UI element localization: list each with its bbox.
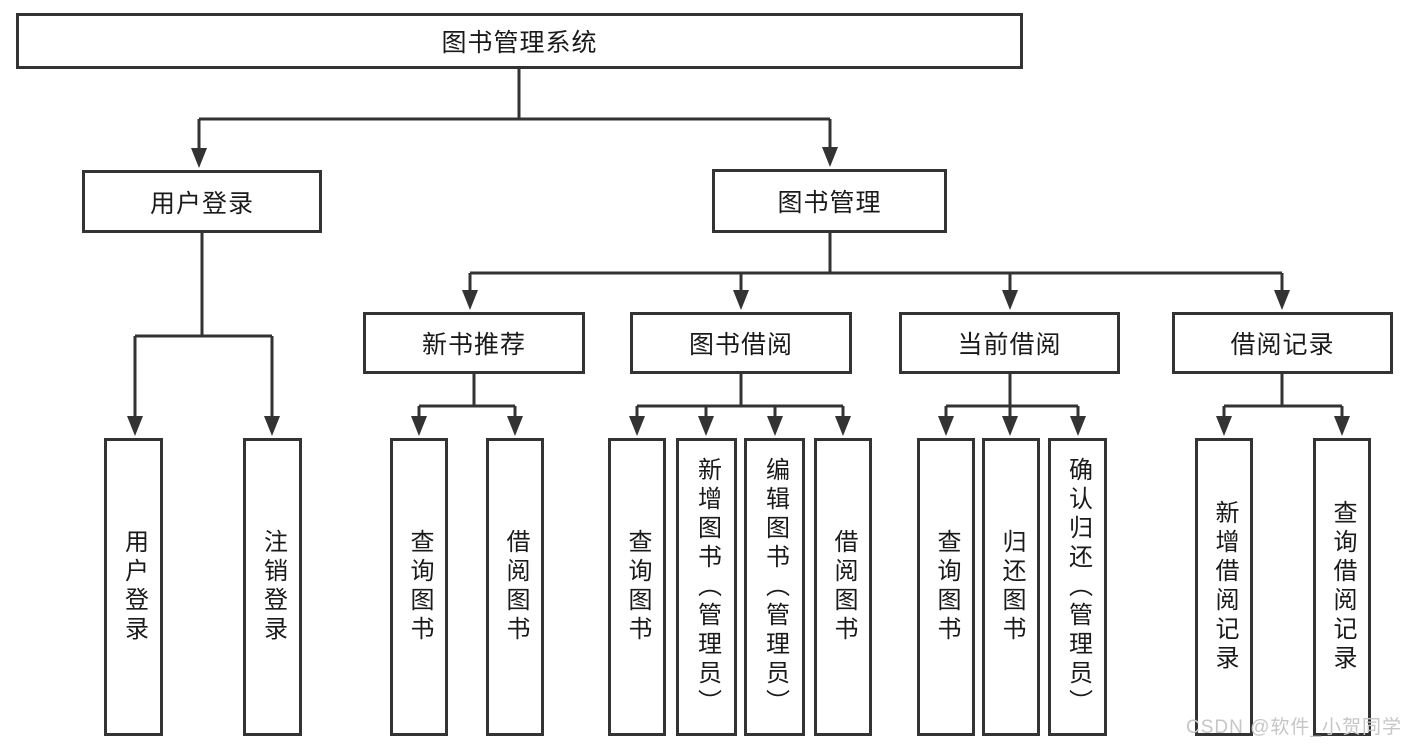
node-borrowing-records-label: 借阅记录: [1230, 331, 1335, 359]
leaf-query-books-current-label: 查询图书: [933, 529, 960, 645]
node-new-book-recommendation-label: 新书推荐: [421, 331, 526, 359]
leaf-query-books-recommend: 查询图书: [390, 438, 448, 736]
leaf-return-books-label: 归还图书: [998, 529, 1025, 645]
leaf-borrow-books-recommend: 借阅图书: [486, 438, 544, 736]
node-borrowing-records: 借阅记录: [1172, 312, 1393, 374]
leaf-confirm-return-admin-label: 确认归还（管理员）: [1064, 456, 1092, 718]
node-library-system-label: 图书管理系统: [441, 29, 598, 57]
node-new-book-recommendation: 新书推荐: [363, 312, 585, 374]
leaf-edit-books-admin-label: 编辑图书（管理员）: [761, 456, 789, 718]
leaf-query-borrow-record-label: 查询借阅记录: [1329, 500, 1356, 674]
node-library-system: 图书管理系统: [16, 13, 1023, 69]
leaf-add-books-admin: 新增图书（管理员）: [676, 438, 737, 736]
node-user-login: 用户登录: [82, 170, 322, 233]
csdn-watermark: CSDN @软件_小贺同学: [1186, 717, 1402, 738]
leaf-borrow-books-recommend-label: 借阅图书: [502, 529, 529, 645]
leaf-query-books-borrowing: 查询图书: [608, 438, 666, 736]
node-book-borrowing-label: 图书借阅: [688, 331, 793, 359]
leaf-user-login-label: 用户登录: [120, 529, 148, 645]
leaf-query-borrow-record: 查询借阅记录: [1313, 438, 1371, 736]
arrowheads: [127, 147, 1350, 436]
node-current-borrowing: 当前借阅: [899, 312, 1120, 374]
leaf-add-books-admin-label: 新增图书（管理员）: [693, 456, 721, 718]
leaf-query-books-current: 查询图书: [917, 438, 975, 736]
leaf-query-books-borrowing-label: 查询图书: [624, 529, 651, 645]
leaf-confirm-return-admin: 确认归还（管理员）: [1048, 438, 1107, 736]
node-current-borrowing-label: 当前借阅: [957, 331, 1062, 359]
leaf-logout-login: 注销登录: [243, 438, 302, 736]
node-book-management-label: 图书管理: [777, 189, 882, 217]
leaf-borrow-books-borrowing: 借阅图书: [814, 438, 872, 736]
leaf-logout-login-label: 注销登录: [259, 529, 287, 645]
leaf-add-borrow-record-label: 新增借阅记录: [1211, 500, 1238, 674]
leaf-add-borrow-record: 新增借阅记录: [1195, 438, 1253, 736]
leaf-edit-books-admin: 编辑图书（管理员）: [744, 438, 805, 736]
node-user-login-label: 用户登录: [149, 189, 254, 218]
leaf-query-books-recommend-label: 查询图书: [406, 529, 433, 645]
connector-stems: [133, 69, 1344, 418]
leaf-borrow-books-borrowing-label: 借阅图书: [830, 529, 857, 645]
node-book-borrowing: 图书借阅: [630, 312, 852, 374]
node-book-management: 图书管理: [712, 169, 947, 233]
leaf-user-login: 用户登录: [104, 438, 163, 736]
leaf-return-books: 归还图书: [982, 438, 1040, 736]
